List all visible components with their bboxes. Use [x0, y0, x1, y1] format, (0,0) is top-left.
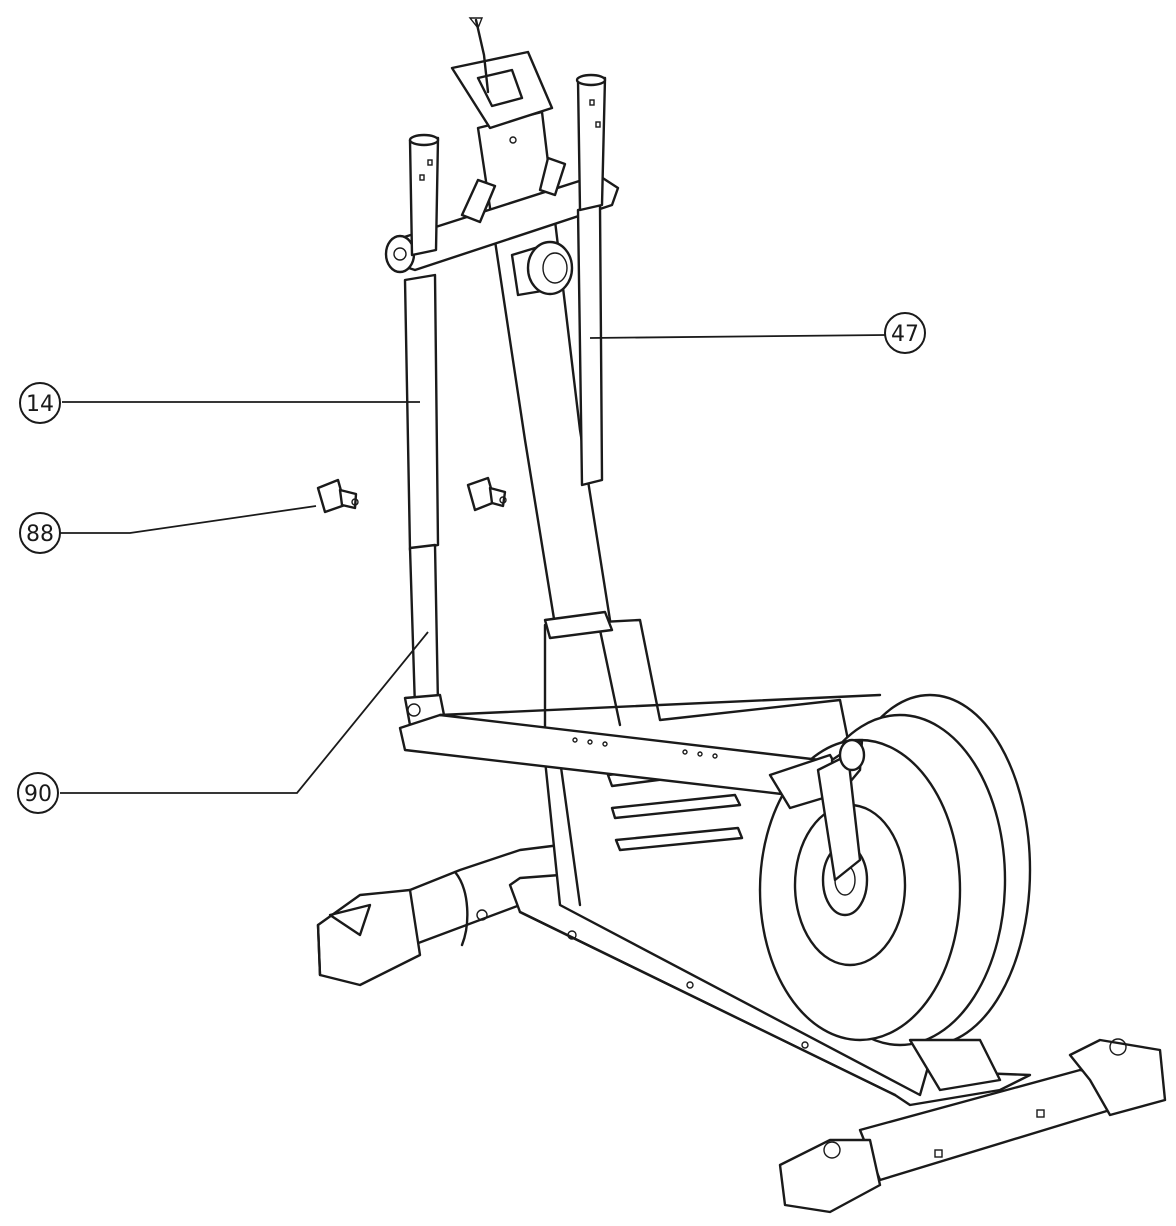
- callout-14-label: 14: [26, 392, 54, 417]
- bolt-88-a: [316, 478, 359, 514]
- leader-lines: [60, 334, 886, 794]
- rear-stabilizer: [316, 843, 562, 987]
- left-arm-tube: [403, 133, 440, 552]
- leader-90: [60, 631, 429, 794]
- callout-47: 47: [884, 312, 926, 354]
- main-mast: [450, 17, 614, 640]
- callout-47-label: 47: [891, 322, 919, 347]
- callout-88: 88: [19, 512, 61, 554]
- bolt-88-b: [466, 476, 507, 512]
- front-stabilizer: [778, 1038, 1167, 1214]
- pedal-arm: [398, 693, 882, 882]
- callout-88-label: 88: [26, 522, 54, 547]
- left-lower-arm: [403, 543, 447, 727]
- callout-14: 14: [19, 382, 61, 424]
- leader-47: [589, 334, 886, 339]
- callout-90: 90: [17, 772, 59, 814]
- leader-88: [60, 505, 317, 534]
- tension-knob: [510, 240, 574, 297]
- callout-90-label: 90: [24, 782, 52, 807]
- flywheel-cover: [758, 693, 1032, 1092]
- right-arm-tube: [575, 73, 607, 487]
